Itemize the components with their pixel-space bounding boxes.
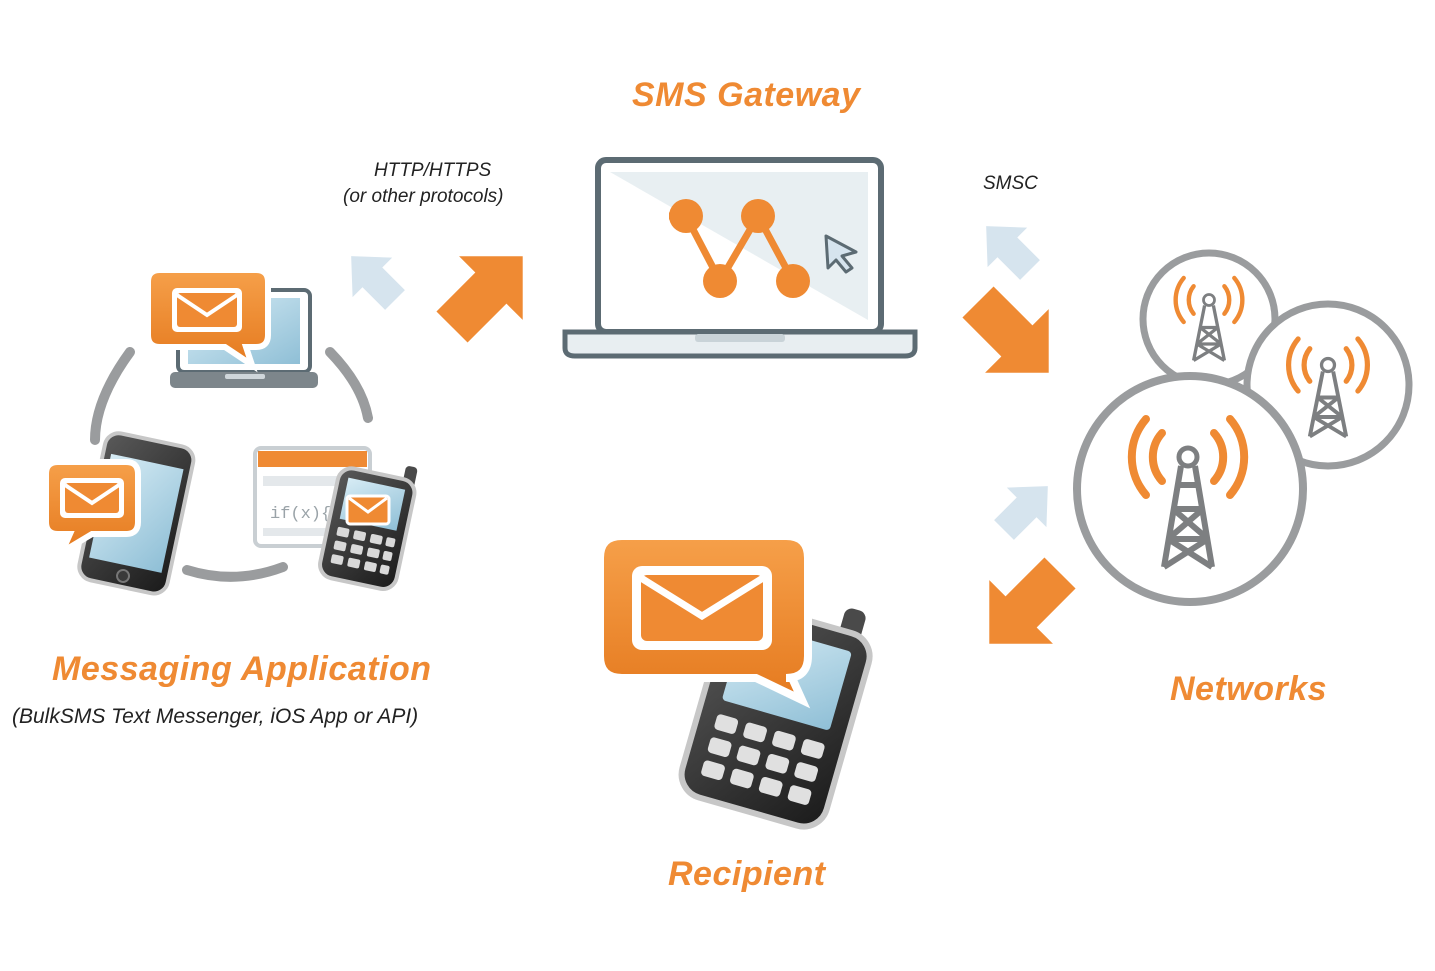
messaging-app-cluster: if(x){ xyxy=(43,267,418,596)
protocol-label: HTTP/HTTPS xyxy=(374,160,492,181)
arrow-recipient-to-networks-icon xyxy=(994,486,1048,540)
networks-title: Networks xyxy=(1170,670,1328,708)
smsc-label: SMSC xyxy=(983,173,1038,194)
protocol-sub-label: (or other protocols) xyxy=(343,186,504,207)
arrow-app-to-gateway-icon xyxy=(436,256,523,343)
gateway-logo-icon xyxy=(669,199,810,298)
arrow-gateway-to-networks-icon xyxy=(962,286,1049,373)
feature-phone-icon xyxy=(318,466,418,591)
gateway-title: SMS Gateway xyxy=(632,76,861,114)
cursor-icon xyxy=(824,234,858,274)
messaging-app-subtitle: (BulkSMS Text Messenger, iOS App or API) xyxy=(12,705,419,728)
envelope-icon xyxy=(345,494,391,526)
messaging-app-title: Messaging Application xyxy=(52,650,432,688)
arrow-gateway-to-app-icon xyxy=(351,256,405,310)
api-code-snippet: if(x){ xyxy=(270,505,331,524)
networks-cluster xyxy=(1073,249,1413,606)
recipient-title: Recipient xyxy=(668,855,826,893)
cell-tower-icon xyxy=(1073,372,1307,606)
gateway-laptop-icon xyxy=(562,157,918,359)
envelope-icon xyxy=(596,532,812,709)
envelope-icon xyxy=(145,267,271,373)
recipient-cluster xyxy=(596,532,873,830)
arrow-networks-to-recipient-icon xyxy=(989,557,1076,644)
envelope-icon xyxy=(43,459,141,560)
arrow-networks-to-gateway-icon xyxy=(986,226,1040,280)
